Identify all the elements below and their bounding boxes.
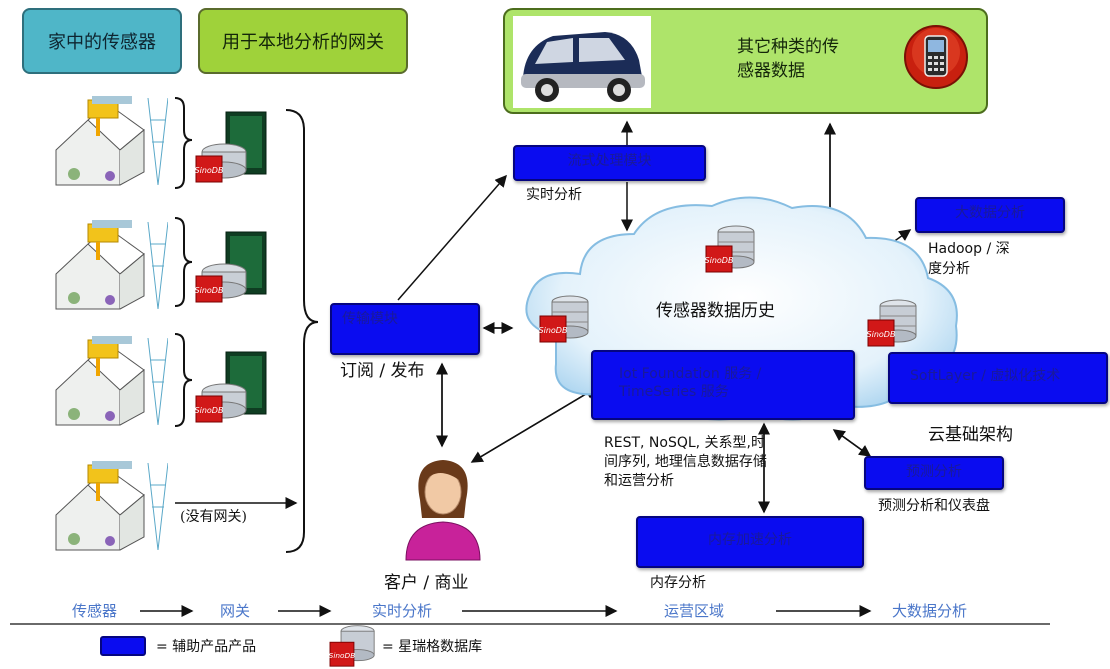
- mobile-phone-icon: [904, 25, 968, 89]
- transport-module-box: 传输模块: [330, 303, 480, 355]
- no-gateway-label: (没有网关): [180, 509, 247, 525]
- iot-caption-line2: 间序列, 地理信息数据存储: [604, 454, 767, 470]
- stream-module-box: 流式处理模块: [513, 145, 706, 181]
- flow-step-gateway: 网关: [220, 602, 251, 620]
- sensors-home-tag: 家中的传感器: [22, 8, 182, 74]
- inmemory-box: 内存加速分析: [636, 516, 864, 568]
- flow-step-sensors: 传感器: [72, 602, 118, 620]
- flow-step-bigdata: 大数据分析: [892, 602, 968, 620]
- transport-caption: 订阅 / 发布: [340, 361, 425, 381]
- legend-database-icon: SinoDB: [329, 625, 375, 667]
- inmemory-caption: 内存分析: [650, 575, 706, 591]
- predict-caption: 预测分析和仪表盘: [878, 498, 990, 514]
- iot-box-line2: TimeSeries 服务: [619, 383, 729, 400]
- gateway-local-tag: 用于本地分析的网关: [198, 8, 408, 74]
- flow-step-realtime: 实时分析: [372, 602, 433, 620]
- house-sensor-icon: [55, 96, 168, 186]
- cloud-infra-label: 云基础架构: [928, 425, 1013, 445]
- gateway-server-icon: SinoDB: [195, 351, 267, 423]
- svg-text:SinoDB: SinoDB: [195, 406, 224, 415]
- bigdata-caption-line1: Hadoop / 深: [928, 241, 1010, 257]
- house-sensor-icon: [55, 461, 168, 551]
- iot-caption-line1: REST, NoSQL, 关系型,时: [604, 435, 766, 451]
- customer-label: 客户 / 商业: [384, 573, 469, 593]
- legend-blue-text: = 辅助产品产品: [156, 639, 257, 655]
- car-icon: [513, 16, 651, 108]
- svg-text:SinoDB: SinoDB: [329, 651, 356, 660]
- svg-text:SinoDB: SinoDB: [867, 330, 896, 339]
- other-sensors-line1: 其它种类的传: [737, 37, 839, 57]
- svg-text:SinoDB: SinoDB: [195, 166, 224, 175]
- svg-text:SinoDB: SinoDB: [539, 326, 568, 335]
- svg-text:SinoDB: SinoDB: [705, 256, 734, 265]
- gateway-server-icon: SinoDB: [195, 111, 267, 183]
- iot-caption-line3: 和运营分析: [604, 473, 674, 489]
- gateway-server-icon: SinoDB: [195, 231, 267, 303]
- stream-caption: 实时分析: [526, 187, 582, 203]
- database-icon: SinoDB: [539, 295, 589, 343]
- legend-db-text: = 星瑞格数据库: [382, 639, 483, 655]
- customer-person-icon: [405, 460, 481, 561]
- bigdata-caption-line2: 度分析: [928, 261, 970, 277]
- other-sensors-banner: 其它种类的传 感器数据: [503, 8, 988, 114]
- softlayer-box: SoftLayer / 虚拟化技术: [888, 352, 1108, 404]
- cloud-title: 传感器数据历史: [656, 301, 775, 321]
- bigdata-box: 大数据分析: [915, 197, 1065, 233]
- database-icon: SinoDB: [867, 299, 917, 347]
- predict-box: 预测分析: [864, 456, 1004, 490]
- svg-text:SinoDB: SinoDB: [195, 286, 224, 295]
- database-icon: SinoDB: [705, 225, 755, 273]
- iot-box-line1: Iot Foundation 服务 /: [619, 366, 762, 382]
- flow-step-operations: 运营区域: [664, 602, 725, 620]
- legend-blue-swatch: [100, 636, 146, 656]
- house-sensor-icon: [55, 336, 168, 426]
- house-sensor-icon: [55, 220, 168, 310]
- iot-foundation-box: Iot Foundation 服务 / TimeSeries 服务: [591, 350, 855, 420]
- other-sensors-line2: 感器数据: [737, 61, 805, 81]
